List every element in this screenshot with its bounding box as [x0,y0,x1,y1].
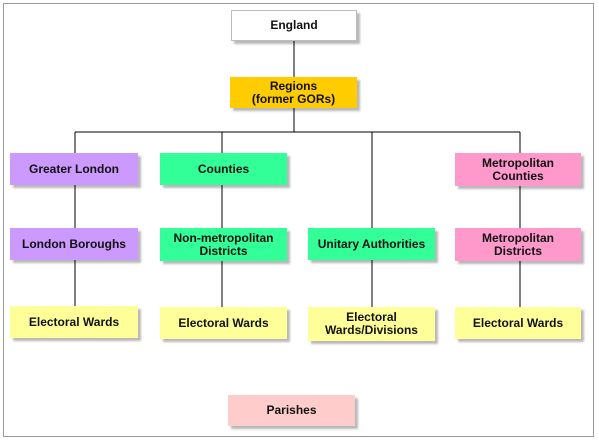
node-parishes: Parishes [228,395,355,426]
node-metropolitan-districts-label-line1: Metropolitan [482,230,554,245]
node-regions-label-line1: Regions [269,78,318,93]
node-metropolitan-districts: Metropolitan Districts [455,228,581,261]
node-greater-london: Greater London [10,153,138,185]
node-non-metropolitan-districts-label-line2: Districts [199,243,248,258]
node-parishes-label: Parishes [266,403,317,417]
node-regions-label-line2: (former GORs) [251,91,336,106]
node-counties-label: Counties [197,161,250,176]
node-electoral-wards-divisions: Electoral Wards/Divisions [308,307,435,341]
node-unitary-authorities-label: Unitary Authorities [317,236,426,251]
node-england-label: England [270,18,318,32]
node-non-metropolitan-districts-label-line1: Non-metropolitan [173,230,274,245]
node-electoral-wards-divisions-label-line2: Wards/Divisions [325,323,418,337]
node-electoral-wards-divisions-label-line1: Electoral [346,310,397,324]
node-electoral-wards-london: Electoral Wards [10,306,138,338]
node-london-boroughs-label: London Boroughs [22,236,126,251]
node-unitary-authorities: Unitary Authorities [308,228,435,260]
node-electoral-wards-metropolitan-label: Electoral Wards [472,315,564,330]
node-non-metropolitan-districts: Non-metropolitan Districts [160,228,287,261]
node-england: England [231,10,357,41]
node-metropolitan-counties: Metropolitan Counties [455,153,581,186]
node-greater-london-label: Greater London [28,161,119,176]
node-metropolitan-counties-label-line1: Metropolitan [482,155,554,170]
node-electoral-wards-london-label: Electoral Wards [28,314,120,329]
node-electoral-wards-metropolitan: Electoral Wards [455,307,581,339]
node-regions: Regions (former GORs) [230,77,357,108]
node-electoral-wards-counties-label: Electoral Wards [178,315,269,330]
node-counties: Counties [160,153,287,185]
diagram-frame [3,3,594,437]
node-london-boroughs: London Boroughs [10,228,138,260]
node-metropolitan-counties-label-line2: Counties [492,168,544,183]
node-metropolitan-districts-label-line2: Districts [493,243,543,258]
node-electoral-wards-counties: Electoral Wards [160,307,287,339]
